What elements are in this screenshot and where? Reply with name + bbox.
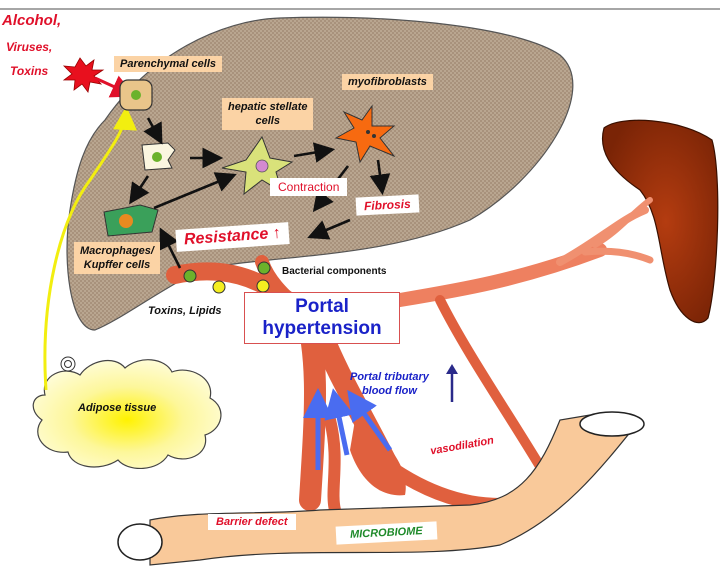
label-macrophages-kupffer: Macrophages/ Kupffer cells [74, 242, 160, 274]
spleen-shape [601, 119, 719, 324]
label-portal-tributary-flow: Portal tributary blood flow [350, 370, 429, 398]
label-parenchymal-cells: Parenchymal cells [114, 56, 223, 72]
label-adipose-tissue: Adipose tissue [78, 402, 157, 414]
liver-shape [66, 16, 574, 331]
label-tributary-line2: blood flow [361, 385, 417, 397]
label-barrier-defect: Barrier defect [208, 514, 296, 530]
label-macro-line1: Macrophages/ [80, 245, 154, 257]
gut-opening-left [117, 523, 163, 561]
injury-starburst-icon [62, 57, 105, 93]
label-hsc-line2: cells [255, 115, 280, 127]
label-bacterial-components: Bacterial components [282, 266, 387, 277]
label-toxins: Toxins [10, 64, 49, 78]
label-viruses: Viruses, [6, 40, 53, 54]
label-portal: Portal [295, 296, 349, 317]
resistance-up-arrow-icon: ↑ [272, 224, 282, 243]
gut-opening-right [579, 411, 645, 437]
label-myofibroblasts: myofibroblasts [342, 74, 433, 90]
label-contraction: Contraction [270, 178, 348, 196]
label-macro-line2: Kupffer cells [83, 259, 151, 271]
adipose-small-bubble [60, 356, 76, 372]
label-alcohol: Alcohol, [2, 12, 62, 29]
label-tributary-line1: Portal tributary [350, 371, 429, 383]
myofibroblast-cell-icon [334, 104, 396, 164]
adipose-signal-arrow [43, 106, 137, 391]
vessel-bulge [350, 420, 406, 496]
bacterial-particles [183, 261, 271, 294]
label-hepatic-stellate-cells: hepatic stellate cells [222, 98, 314, 130]
label-toxins-lipids: Toxins, Lipids [148, 305, 222, 317]
blood-flow-arrows [303, 388, 393, 470]
label-resistance-text: Resistance [183, 225, 269, 249]
adipose-cloud [32, 359, 222, 470]
label-hsc-line1: hepatic stellate [228, 101, 308, 113]
label-hypertension: hypertension [262, 318, 382, 339]
label-fibrosis: Fibrosis [355, 194, 420, 216]
portal-hypertension-box: Portal hypertension [244, 292, 400, 344]
